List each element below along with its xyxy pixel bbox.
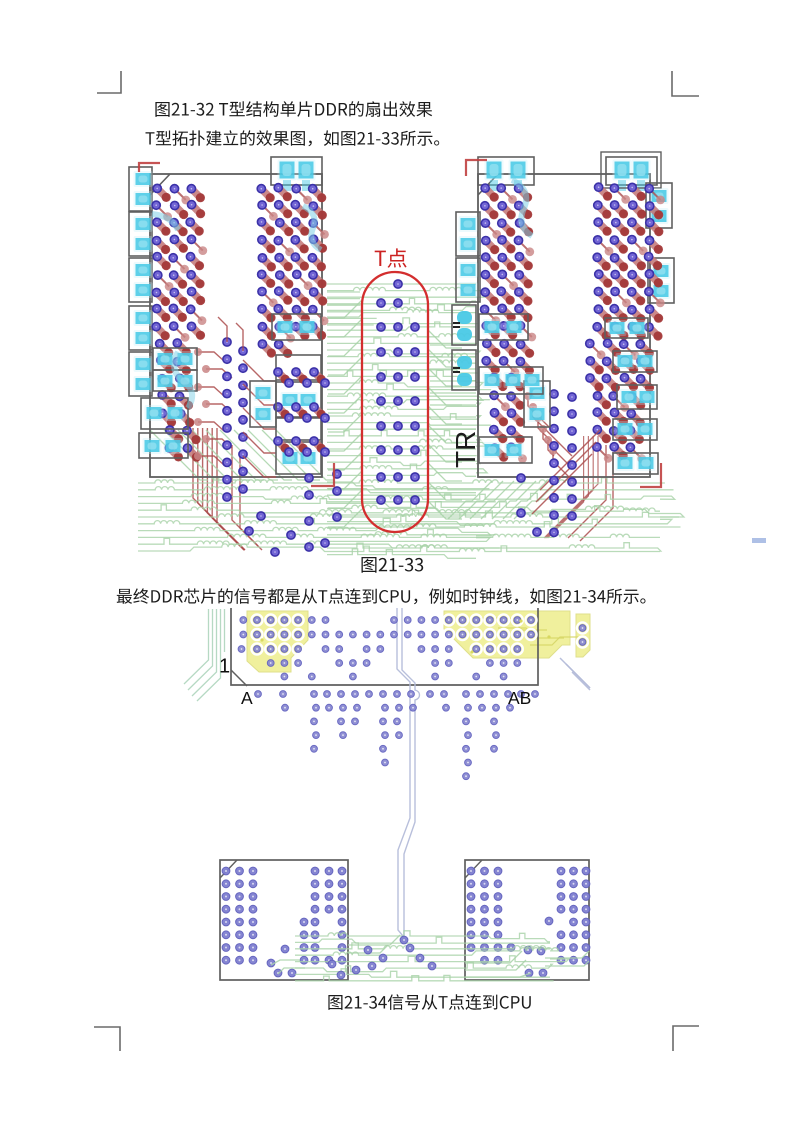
svg-text:TR: TR — [450, 431, 481, 468]
svg-text:A: A — [241, 688, 253, 708]
svg-text:1: 1 — [219, 656, 230, 678]
svg-text:AB: AB — [508, 688, 531, 708]
